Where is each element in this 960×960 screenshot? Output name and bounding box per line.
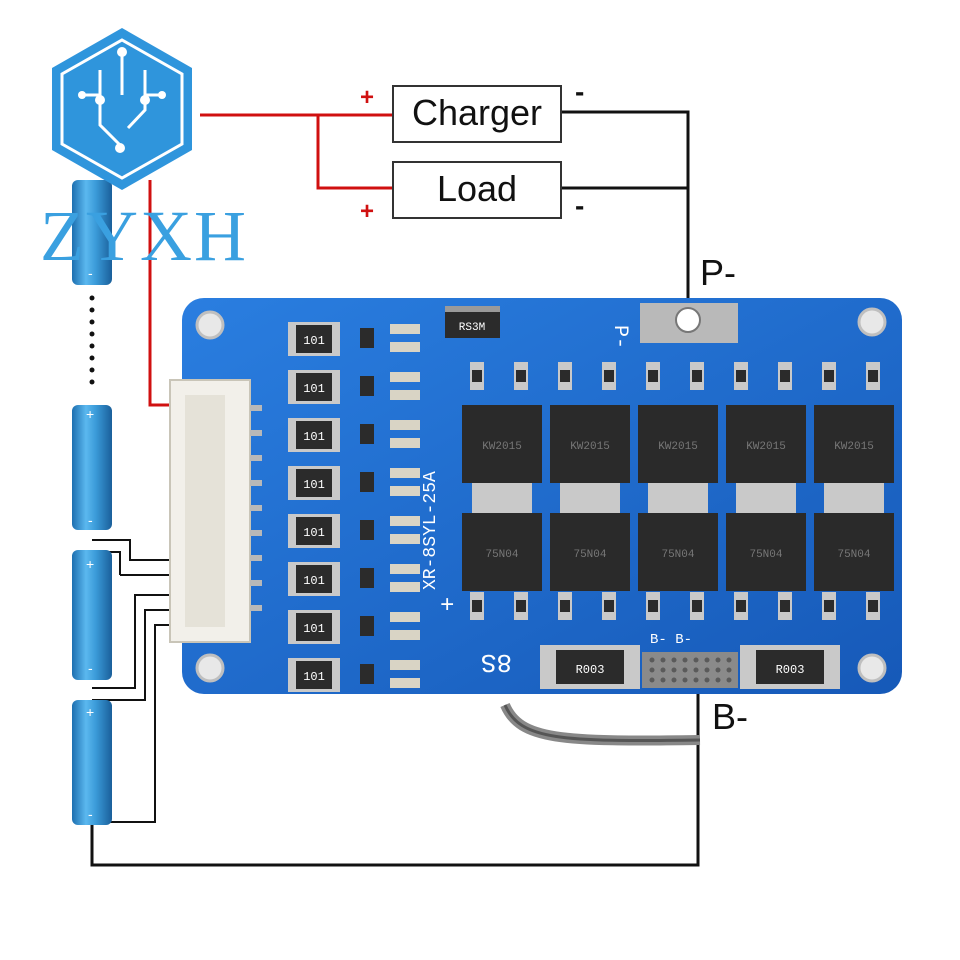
mosfet: 75N04 — [726, 497, 806, 591]
resistor-code: 101 — [303, 478, 325, 492]
pcb — [182, 298, 902, 694]
load-minus-sign: - — [575, 190, 585, 221]
small-component — [514, 362, 528, 620]
brand-logo — [52, 28, 192, 190]
mosfet: KW2015 — [638, 405, 718, 499]
gate-components — [470, 362, 880, 620]
battery-cell-1 — [72, 405, 112, 530]
cell-3-minus: - — [88, 806, 93, 822]
mosfet: 75N04 — [638, 497, 718, 591]
diode-code: RS3M — [459, 322, 485, 334]
resistor-code: 101 — [303, 622, 325, 636]
small-component — [602, 362, 616, 620]
charger-box — [392, 85, 562, 143]
mosfet-array: KW2015 KW2015 KW2015 KW2015 KW2015 75N04 75N04… — [462, 405, 894, 591]
balance-wires — [92, 539, 180, 823]
load-box — [392, 161, 562, 219]
charger-plus-sign: + — [360, 84, 375, 111]
resistor-code: 101 — [303, 670, 325, 684]
mosfet-code: 75N04 — [749, 549, 782, 561]
resistor-code: 101 — [303, 526, 325, 540]
resistor: 101 — [288, 418, 420, 452]
mosfet-code: KW2015 — [482, 441, 522, 453]
small-component — [646, 362, 660, 620]
mosfet-code: KW2015 — [746, 441, 786, 453]
battery-cell-3 — [72, 700, 112, 825]
board-model-label: XR-8SYL-25A — [421, 471, 441, 590]
current-shunts: R003 R003 — [540, 645, 840, 689]
small-component — [690, 362, 704, 620]
mounting-holes — [195, 307, 887, 683]
cell-2-plus: + — [86, 556, 95, 572]
small-component — [778, 362, 792, 620]
mosfet-code: KW2015 — [658, 441, 698, 453]
b-minus-cable — [500, 702, 701, 746]
load-plus-sign: + — [360, 198, 375, 225]
resistor: 101 — [288, 322, 420, 356]
resistor: 101 — [288, 610, 420, 644]
charger-label: Charger — [411, 92, 543, 133]
resistor: 101 — [288, 370, 420, 404]
small-component — [470, 362, 484, 620]
resistor: 101 — [288, 562, 420, 596]
mosfet: KW2015 — [550, 405, 630, 499]
mosfet-code: 75N04 — [573, 549, 606, 561]
resistor: 101 — [288, 658, 420, 692]
mosfet: KW2015 — [462, 405, 542, 499]
battery-stack — [72, 180, 112, 825]
negative-wires — [90, 110, 700, 867]
shunt-left-code: R003 — [576, 663, 605, 677]
mosfet: KW2015 — [814, 405, 894, 499]
balance-resistors: 101 101 101 101 101 101 101 101 — [288, 322, 420, 692]
cell-1-plus: + — [86, 406, 95, 422]
resistor-code: 101 — [303, 382, 325, 396]
charger-minus-sign: - — [575, 76, 585, 107]
cell-3-plus: + — [86, 704, 95, 720]
small-component — [734, 362, 748, 620]
battery-cell-2 — [72, 550, 112, 680]
pad-p-label: P- — [608, 325, 631, 349]
mosfet-code: KW2015 — [834, 441, 874, 453]
board-plus-label: + — [440, 593, 454, 620]
resistor: 101 — [288, 514, 420, 548]
small-component — [866, 362, 880, 620]
cell-dots — [89, 295, 95, 385]
cell-2-minus: - — [88, 660, 93, 676]
balance-connector — [169, 379, 262, 643]
cell-1-minus: - — [88, 512, 93, 528]
battery-cell-top — [72, 180, 112, 285]
diode: RS3M — [445, 306, 500, 338]
mosfet: 75N04 — [550, 497, 630, 591]
load-positive-wire — [316, 115, 395, 190]
p-minus-terminal-label: P- — [700, 252, 736, 293]
mosfet-code: 75N04 — [837, 549, 870, 561]
brand-text: ZYXH — [40, 196, 248, 276]
p-minus-pad: P- — [608, 303, 738, 349]
mosfet-code: 75N04 — [485, 549, 518, 561]
mosfet: 75N04 — [462, 497, 542, 591]
resistor-code: 101 — [303, 574, 325, 588]
load-label: Load — [436, 168, 518, 209]
mosfet-code: KW2015 — [570, 441, 610, 453]
resistor: 101 — [288, 466, 420, 500]
small-component — [558, 362, 572, 620]
cell-count-label: 8S — [481, 647, 512, 677]
b-minus-terminal-label: B- — [712, 696, 748, 737]
resistor-code: 101 — [303, 334, 325, 348]
mosfet-code: 75N04 — [661, 549, 694, 561]
small-component — [822, 362, 836, 620]
battery-negative-wire — [90, 690, 700, 867]
charger-negative-wire — [560, 110, 690, 310]
mosfet: KW2015 — [726, 405, 806, 499]
shunt-right-code: R003 — [776, 663, 805, 677]
pad-b-label: B- B- — [650, 632, 692, 648]
resistor-code: 101 — [303, 430, 325, 444]
mosfet: 75N04 — [814, 497, 894, 591]
cell-top-minus: - — [88, 265, 93, 281]
